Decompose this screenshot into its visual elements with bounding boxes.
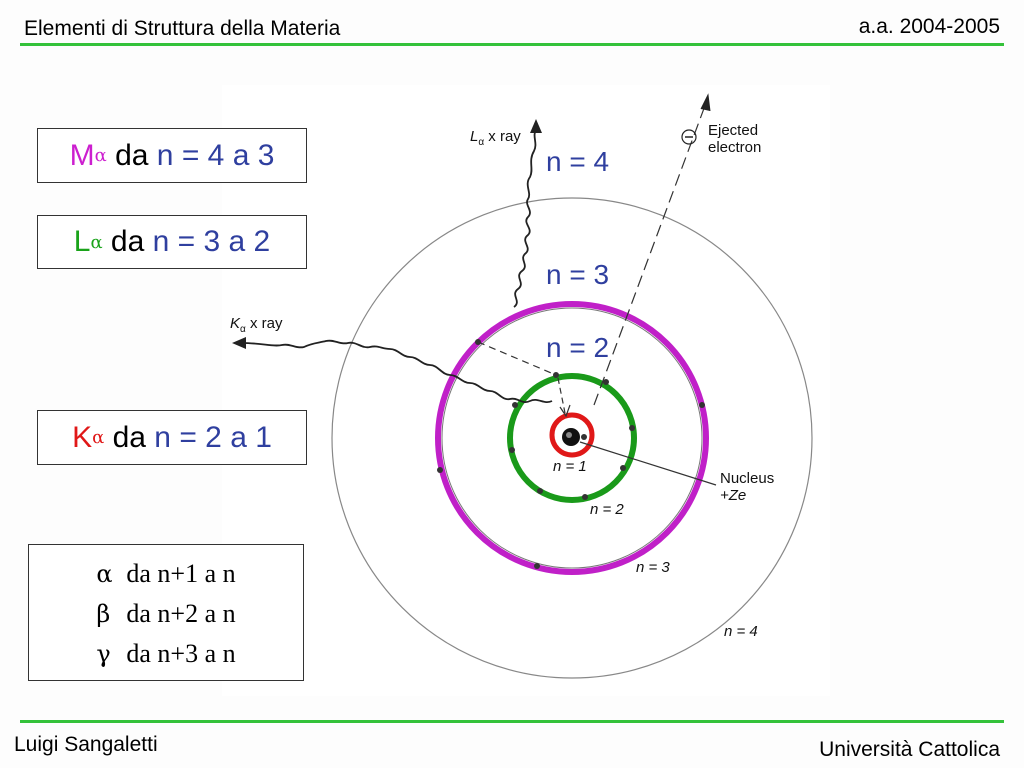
l-alpha-symbol: L <box>73 225 91 258</box>
orbit-n2-highlight <box>507 373 637 503</box>
orbit-n1-highlight <box>549 412 595 458</box>
atom-diagram-svg <box>232 93 813 679</box>
orbit-n4-thin <box>331 197 813 679</box>
orbit-label-n4: n = 4 <box>724 623 758 640</box>
transition-l-dashed <box>477 341 557 376</box>
header-divider <box>20 43 1004 46</box>
footer-author: Luigi Sangaletti <box>14 733 158 756</box>
ejected-electron-icon <box>681 129 697 145</box>
slide-course-title: Elementi di Struttura della Materia <box>24 17 341 40</box>
academic-year: a.a. 2004-2005 <box>858 15 1000 38</box>
orbit-n3-thin <box>441 307 703 569</box>
shell-label-n3: n = 3 <box>546 259 610 290</box>
footer-institution: Università Cattolica <box>819 738 1000 761</box>
shell-label-n4: n = 4 <box>546 146 610 177</box>
shell-label-n2: n = 2 <box>546 332 610 363</box>
footer-divider <box>20 720 1004 723</box>
electrons <box>437 339 705 569</box>
nucleus-pointer <box>579 441 717 486</box>
m-alpha-symbol: M <box>69 138 95 172</box>
orbit-label-n1: n = 1 <box>553 458 587 475</box>
orbit-n3-highlight <box>435 301 709 575</box>
transition-k-dashed <box>557 377 566 414</box>
k-alpha-symbol: K <box>72 420 93 454</box>
k-alpha-ray-label: Kα x ray <box>230 315 283 335</box>
l-alpha-wavy-ray <box>513 128 537 308</box>
nucleus-label: Nucleus+Ze <box>720 470 775 504</box>
l-alpha-ray-label: Lα x ray <box>470 128 521 148</box>
k-alpha-wavy-ray <box>241 339 553 404</box>
orbit-label-n2: n = 2 <box>590 501 624 518</box>
ejected-electron-path <box>593 102 707 406</box>
orbit-label-n3: n = 3 <box>636 559 670 576</box>
